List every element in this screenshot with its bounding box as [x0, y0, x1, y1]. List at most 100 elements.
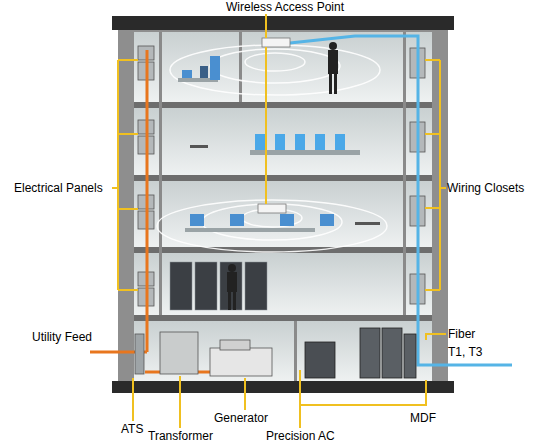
wifi-coverage — [202, 204, 342, 240]
callout-label: Wiring Closets — [447, 181, 539, 195]
building-shell — [112, 16, 454, 30]
leader-line — [118, 208, 138, 210]
floor-rooms — [134, 32, 432, 102]
person — [233, 292, 236, 310]
callout-label: MDF — [410, 411, 450, 425]
leader-line — [300, 380, 426, 405]
furniture — [320, 214, 334, 226]
furniture — [190, 214, 204, 226]
furniture — [182, 70, 192, 78]
server-rack — [170, 262, 192, 310]
floor-slab — [134, 102, 432, 321]
callout-label: Generator — [214, 411, 282, 425]
furniture — [210, 56, 220, 80]
furniture — [200, 66, 208, 78]
leader-line — [179, 376, 181, 428]
ground-equipment — [404, 334, 416, 378]
person — [228, 292, 231, 310]
leader-line — [118, 289, 138, 291]
wifi-coverage — [157, 200, 387, 252]
server-rack — [195, 262, 217, 310]
server-rack — [170, 262, 267, 310]
callout-label: Transformer — [148, 429, 223, 443]
leader-line — [265, 47, 267, 204]
leader-line — [425, 133, 440, 135]
callout-label: Precision AC — [266, 429, 348, 443]
access-point-device — [262, 38, 290, 47]
ground-equipment — [135, 328, 416, 378]
fiber-line — [290, 36, 512, 365]
floor-slab — [134, 175, 432, 181]
person — [227, 272, 237, 292]
floor-rooms — [134, 108, 432, 175]
wifi-coverage — [157, 45, 387, 252]
leader-line — [265, 14, 267, 38]
leader-line — [118, 59, 138, 61]
leader-line — [426, 334, 446, 340]
furniture — [178, 56, 380, 232]
floor-slab — [134, 315, 432, 321]
leader-line — [118, 133, 138, 135]
leader-line — [439, 60, 441, 290]
callout-label: T1, T3 — [448, 345, 508, 359]
ground-equipment — [160, 332, 198, 374]
leader-line — [425, 207, 440, 209]
wifi-coverage — [210, 49, 340, 83]
ground-equipment — [210, 348, 272, 376]
furniture — [255, 134, 265, 150]
access-point-device — [258, 38, 290, 213]
server-rack — [220, 262, 242, 310]
floor-slab — [134, 102, 432, 108]
leader-line — [440, 187, 446, 189]
person — [228, 264, 236, 272]
furniture — [190, 145, 208, 148]
ground-equipment — [220, 340, 250, 350]
callout-label: Electrical Panels — [14, 181, 114, 195]
floor-rooms — [134, 321, 432, 381]
callout-label: Wireless Access Point — [226, 0, 356, 14]
floor-rooms — [134, 253, 432, 315]
furniture — [275, 134, 285, 150]
partition-wall — [294, 321, 297, 381]
ground-equipment — [135, 334, 144, 374]
partition-wall — [239, 32, 242, 102]
person — [329, 74, 332, 94]
server-rack — [245, 262, 267, 310]
furniture — [185, 228, 315, 232]
leader-line — [244, 378, 246, 410]
access-point-device — [258, 204, 286, 213]
person — [329, 42, 337, 50]
floor-rooms — [134, 32, 432, 381]
person — [227, 42, 338, 310]
wifi-coverage — [245, 53, 305, 71]
person — [334, 74, 337, 94]
floor-rooms — [134, 181, 432, 247]
power-line — [90, 50, 232, 372]
leader-line — [117, 60, 119, 290]
building-shell — [118, 20, 448, 390]
ground-equipment — [382, 328, 402, 378]
fiber-line — [290, 36, 512, 365]
furniture — [335, 134, 345, 150]
callout-label: Fiber — [448, 327, 498, 341]
leader-line — [132, 378, 134, 421]
leader-line — [425, 59, 440, 61]
furniture — [315, 134, 325, 150]
ground-equipment — [305, 342, 335, 378]
wifi-coverage — [170, 45, 380, 95]
partition-wall — [403, 32, 406, 315]
building-shell — [112, 381, 454, 393]
furniture — [355, 222, 380, 225]
power-line — [146, 50, 149, 352]
person — [328, 50, 338, 74]
partition-wall — [159, 32, 162, 315]
furniture — [280, 214, 294, 226]
furniture — [230, 214, 244, 226]
furniture — [295, 134, 305, 150]
leader-line — [112, 14, 446, 428]
leader-line — [425, 289, 440, 291]
callout-label: Utility Feed — [32, 330, 102, 344]
leader-line — [299, 370, 301, 428]
